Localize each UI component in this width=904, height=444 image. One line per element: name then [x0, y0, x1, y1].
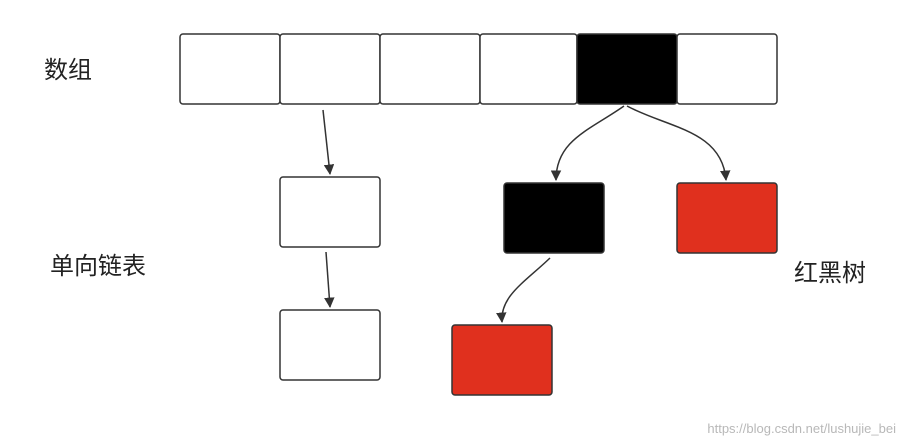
- arrow-array-to-tree-left: [550, 105, 625, 182]
- array-cell-1: [179, 33, 281, 105]
- list-node-1: [279, 176, 381, 248]
- array: [179, 33, 778, 105]
- linked-list: [279, 109, 381, 381]
- array-cell-6: [676, 33, 778, 105]
- array-cell-3: [379, 33, 481, 105]
- watermark: https://blog.csdn.net/lushujie_bei: [707, 421, 896, 436]
- arrow-tree-left-to-left-child: [496, 257, 551, 324]
- tree-node-right: [676, 182, 778, 254]
- list-node-2: [279, 309, 381, 381]
- red-black-tree: [451, 105, 778, 396]
- linked-list-label: 单向链表: [50, 252, 146, 280]
- array-cell-4: [479, 33, 578, 105]
- array-cell-5: [576, 33, 678, 105]
- tree-node-left: [503, 182, 605, 254]
- arrow-array-to-tree-right: [626, 105, 731, 182]
- array-cell-2: [279, 33, 381, 105]
- array-label: 数组: [44, 56, 92, 84]
- arrow-array-to-list-node-1: [322, 109, 335, 176]
- red-black-tree-label: 红黑树: [794, 259, 866, 287]
- tree-node-left-child: [451, 324, 553, 396]
- arrow-list-node-1-to-list-node-2: [324, 251, 335, 309]
